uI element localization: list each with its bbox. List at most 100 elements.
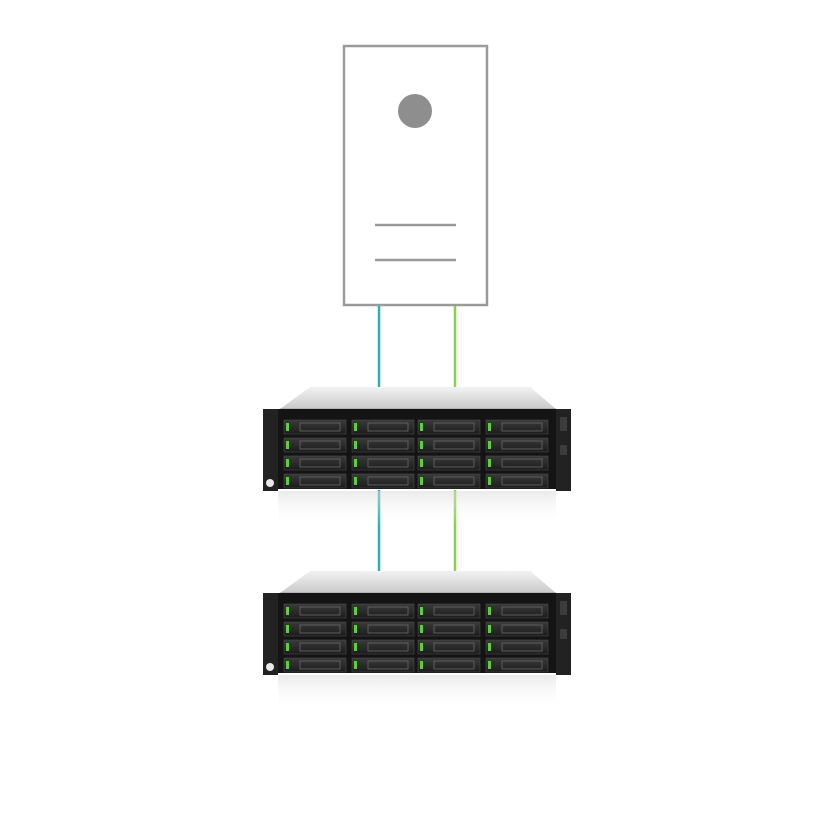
drive-led-icon — [286, 459, 289, 467]
drive-tray-handle — [501, 440, 543, 450]
drive-bay — [485, 621, 549, 637]
drive-led-icon — [420, 643, 423, 651]
drive-led-icon — [286, 607, 289, 615]
drive-led-icon — [420, 625, 423, 633]
drive-bay — [485, 639, 549, 655]
drive-tray-handle — [299, 642, 341, 652]
drive-tray-handle — [501, 458, 543, 468]
drive-tray-handle — [367, 476, 409, 486]
drive-bay — [351, 657, 415, 673]
drive-led-icon — [354, 625, 357, 633]
drive-bay — [351, 437, 415, 453]
rack-enclosure-icon — [263, 571, 571, 709]
rack-enclosure-icon — [263, 387, 571, 525]
drive-tray-handle — [433, 476, 475, 486]
drive-bay — [485, 437, 549, 453]
drive-bay — [351, 603, 415, 619]
drive-tray-handle — [299, 660, 341, 670]
drive-bay — [283, 621, 347, 637]
drive-tray-handle — [299, 440, 341, 450]
drive-led-icon — [420, 459, 423, 467]
drive-tray-handle — [433, 606, 475, 616]
drive-bay — [417, 657, 481, 673]
drive-bay — [417, 639, 481, 655]
drive-led-icon — [354, 441, 357, 449]
drive-led-icon — [488, 441, 491, 449]
drive-bay — [417, 455, 481, 471]
drive-led-icon — [488, 423, 491, 431]
drive-tray-handle — [299, 458, 341, 468]
drive-bay — [417, 473, 481, 489]
drive-led-icon — [354, 643, 357, 651]
drive-bay — [351, 473, 415, 489]
drive-led-icon — [488, 459, 491, 467]
enclosure-top-lid — [280, 387, 556, 409]
drive-led-icon — [354, 661, 357, 669]
tower-server-body — [342, 44, 489, 307]
drive-led-icon — [286, 423, 289, 431]
enclosure-ear-screw — [266, 479, 274, 487]
drive-led-icon — [420, 441, 423, 449]
drive-tray-handle — [299, 422, 341, 432]
drive-tray-handle — [367, 660, 409, 670]
drive-tray-handle — [501, 660, 543, 670]
drive-led-icon — [286, 643, 289, 651]
drive-led-icon — [420, 607, 423, 615]
drive-tray-handle — [433, 422, 475, 432]
drive-led-icon — [286, 477, 289, 485]
drive-bay — [485, 419, 549, 435]
drive-tray-handle — [299, 624, 341, 634]
drive-bay — [485, 603, 549, 619]
drive-bay — [485, 657, 549, 673]
drive-led-icon — [286, 441, 289, 449]
enclosure-rack-ear-left — [263, 409, 278, 491]
enclosure-power-indicator — [560, 445, 567, 455]
drive-led-icon — [488, 625, 491, 633]
enclosure-reflection — [278, 675, 556, 709]
drive-led-icon — [488, 607, 491, 615]
drive-tray-handle — [433, 624, 475, 634]
enclosure-power-indicator — [560, 629, 567, 639]
drive-tray-handle — [299, 606, 341, 616]
drive-tray-handle — [367, 606, 409, 616]
drive-led-icon — [420, 661, 423, 669]
enclosure-reflection — [278, 491, 556, 525]
drive-bay — [417, 419, 481, 435]
drive-bay — [351, 639, 415, 655]
drive-bay — [283, 639, 347, 655]
drive-bay — [283, 603, 347, 619]
drive-bay — [351, 621, 415, 637]
drive-tray-handle — [433, 642, 475, 652]
drive-tray-handle — [433, 458, 475, 468]
drive-bay — [485, 473, 549, 489]
drive-tray-handle — [501, 476, 543, 486]
enclosure-status-panel — [560, 601, 567, 615]
drive-led-icon — [354, 607, 357, 615]
drive-tray-handle — [501, 606, 543, 616]
enclosure-rack-ear-left — [263, 593, 278, 675]
drive-led-icon — [420, 423, 423, 431]
drive-tray-handle — [433, 440, 475, 450]
drive-tray-handle — [501, 422, 543, 432]
drive-bay — [351, 455, 415, 471]
drive-led-icon — [488, 477, 491, 485]
drive-bay — [485, 455, 549, 471]
tower-server-icon — [342, 44, 489, 307]
tower-power-button — [398, 94, 432, 128]
drive-tray-handle — [501, 624, 543, 634]
drive-led-icon — [420, 477, 423, 485]
drive-led-icon — [354, 477, 357, 485]
drive-bay — [417, 603, 481, 619]
drive-tray-handle — [367, 642, 409, 652]
drive-tray-handle — [501, 642, 543, 652]
enclosure-status-panel — [560, 417, 567, 431]
drive-led-icon — [354, 423, 357, 431]
drive-led-icon — [354, 459, 357, 467]
drive-bay — [351, 419, 415, 435]
drive-tray-handle — [299, 476, 341, 486]
drive-bay — [283, 419, 347, 435]
drive-bay — [417, 437, 481, 453]
drive-tray-handle — [367, 422, 409, 432]
drive-led-icon — [488, 643, 491, 651]
drive-bay — [283, 437, 347, 453]
